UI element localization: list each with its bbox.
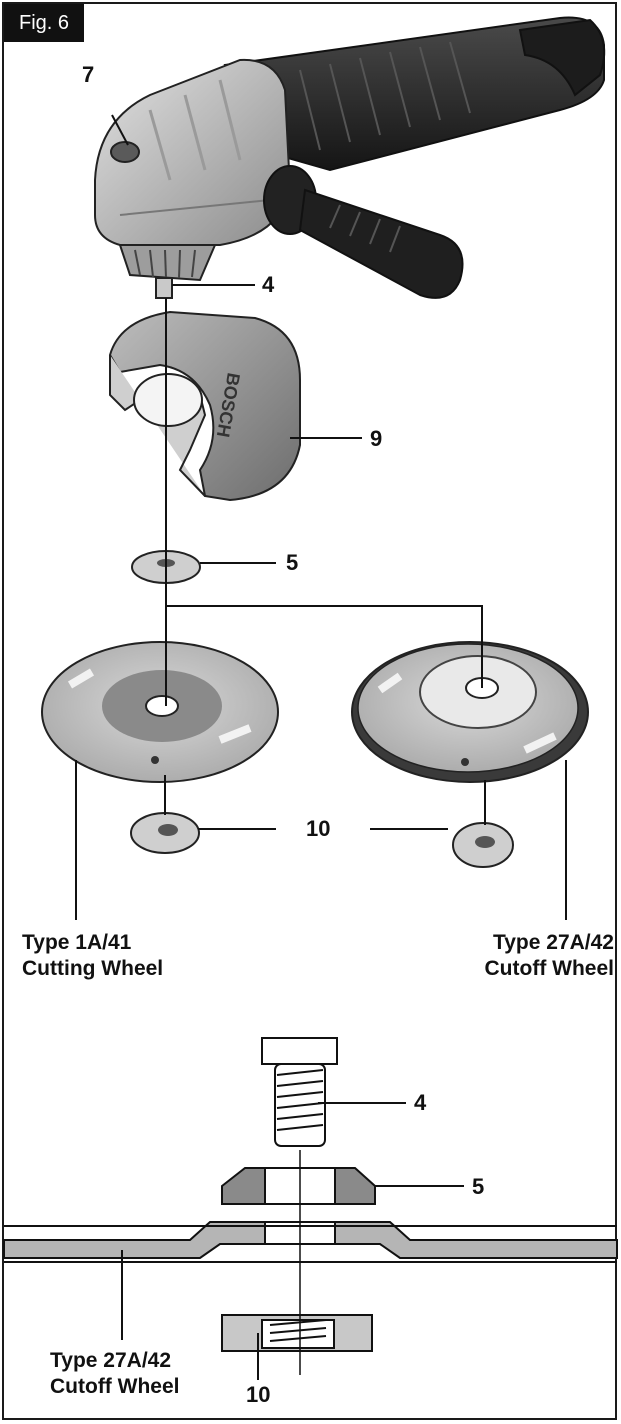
callout-flange: 5 (286, 550, 299, 575)
locknut-left (130, 812, 200, 854)
grinder-motor-housing (223, 16, 605, 172)
bolt-head (261, 1037, 338, 1065)
grinder-spindle-collar (118, 244, 217, 282)
type27-cutoff-wheel (351, 641, 589, 783)
caption-type27-wheel: Type 27A/42 Cutoff Wheel (466, 930, 614, 982)
callout-spindle: 4 (262, 272, 275, 297)
caption-type1-line2: Cutting Wheel (22, 957, 164, 980)
caption-type27-line1: Type 27A/42 (492, 931, 614, 954)
callout-spindle-lock: 7 (82, 62, 95, 87)
figure-label: Fig. 6 (4, 4, 84, 42)
caption-detail-line1: Type 27A/42 (50, 1349, 172, 1372)
grinder-rear-handle (518, 18, 606, 97)
locknut-right (452, 822, 514, 868)
callout-locknut-detail: 10 (246, 1382, 271, 1407)
caption-type1-wheel: Type 1A/41 Cutting Wheel (22, 930, 163, 982)
leader-lines (75, 114, 567, 920)
callout-locknut: 10 (306, 816, 331, 841)
callout-guard: 9 (370, 426, 383, 451)
caption-detail-line2: Cutoff Wheel (50, 1375, 180, 1398)
caption-type1-line1: Type 1A/41 (22, 931, 132, 954)
callout-bolt-detail: 4 (414, 1090, 427, 1115)
grinder-side-handle (263, 165, 464, 299)
spindle-lock-button (110, 141, 140, 163)
type1-cutting-wheel (41, 641, 279, 783)
caption-detail-wheel: Type 27A/42 Cutoff Wheel (50, 1348, 179, 1400)
callout-flange-detail: 5 (472, 1174, 485, 1199)
grinder-spindle (155, 277, 173, 299)
cross-section-detail (3, 1037, 618, 1380)
angle-grinder (94, 16, 606, 299)
caption-type27-line2: Cutoff Wheel (484, 957, 614, 980)
wheel-guard: BOSCH (108, 310, 301, 502)
